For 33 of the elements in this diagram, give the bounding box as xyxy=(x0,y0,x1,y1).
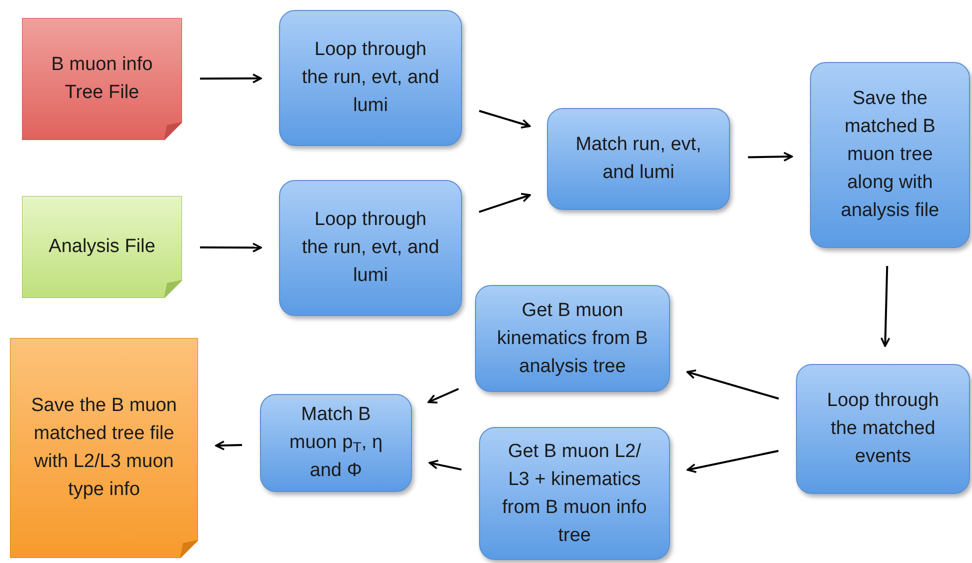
arrow xyxy=(478,110,531,129)
process-box xyxy=(547,108,730,210)
node-text: B muon info Tree File xyxy=(50,53,154,105)
process-box xyxy=(260,394,412,492)
arrow xyxy=(686,369,779,400)
arrow xyxy=(880,266,890,347)
node-text: Loop through the run, evt, and lumi xyxy=(300,208,440,288)
arrow xyxy=(215,440,242,450)
node-text: Loop through the run, evt, and lumi xyxy=(300,38,440,118)
arrow xyxy=(686,450,779,474)
node-text: Get B muon L2/ L3 + kinematics from B muon info tree xyxy=(501,440,648,548)
process-box xyxy=(810,62,970,248)
node-text: Save the B muon matched tree file with L2/L3 muon type info xyxy=(30,394,178,502)
process-box xyxy=(479,427,670,560)
process-box xyxy=(796,364,970,494)
process-box xyxy=(279,180,462,316)
arrow xyxy=(748,152,793,162)
arrow xyxy=(478,192,531,213)
arrow xyxy=(428,460,462,471)
node-text: Get B muon kinematics from B analysis tree xyxy=(496,298,649,378)
note-shape xyxy=(22,196,182,298)
process-box xyxy=(475,285,670,392)
arrow xyxy=(200,242,262,252)
note-shape xyxy=(22,18,182,140)
node-text: Analysis File xyxy=(48,235,156,259)
node-text: Save the matched B muon tree along with analysis file xyxy=(840,87,940,223)
node-text: Match run, evt, and lumi xyxy=(574,133,702,185)
note-shape xyxy=(10,338,198,558)
node-text: Loop through the matched events xyxy=(826,389,940,469)
node-text: Match B muon p$_{T}$, η and Φ xyxy=(288,403,384,483)
arrow xyxy=(428,388,459,404)
arrow xyxy=(200,74,262,84)
process-box xyxy=(279,10,462,146)
